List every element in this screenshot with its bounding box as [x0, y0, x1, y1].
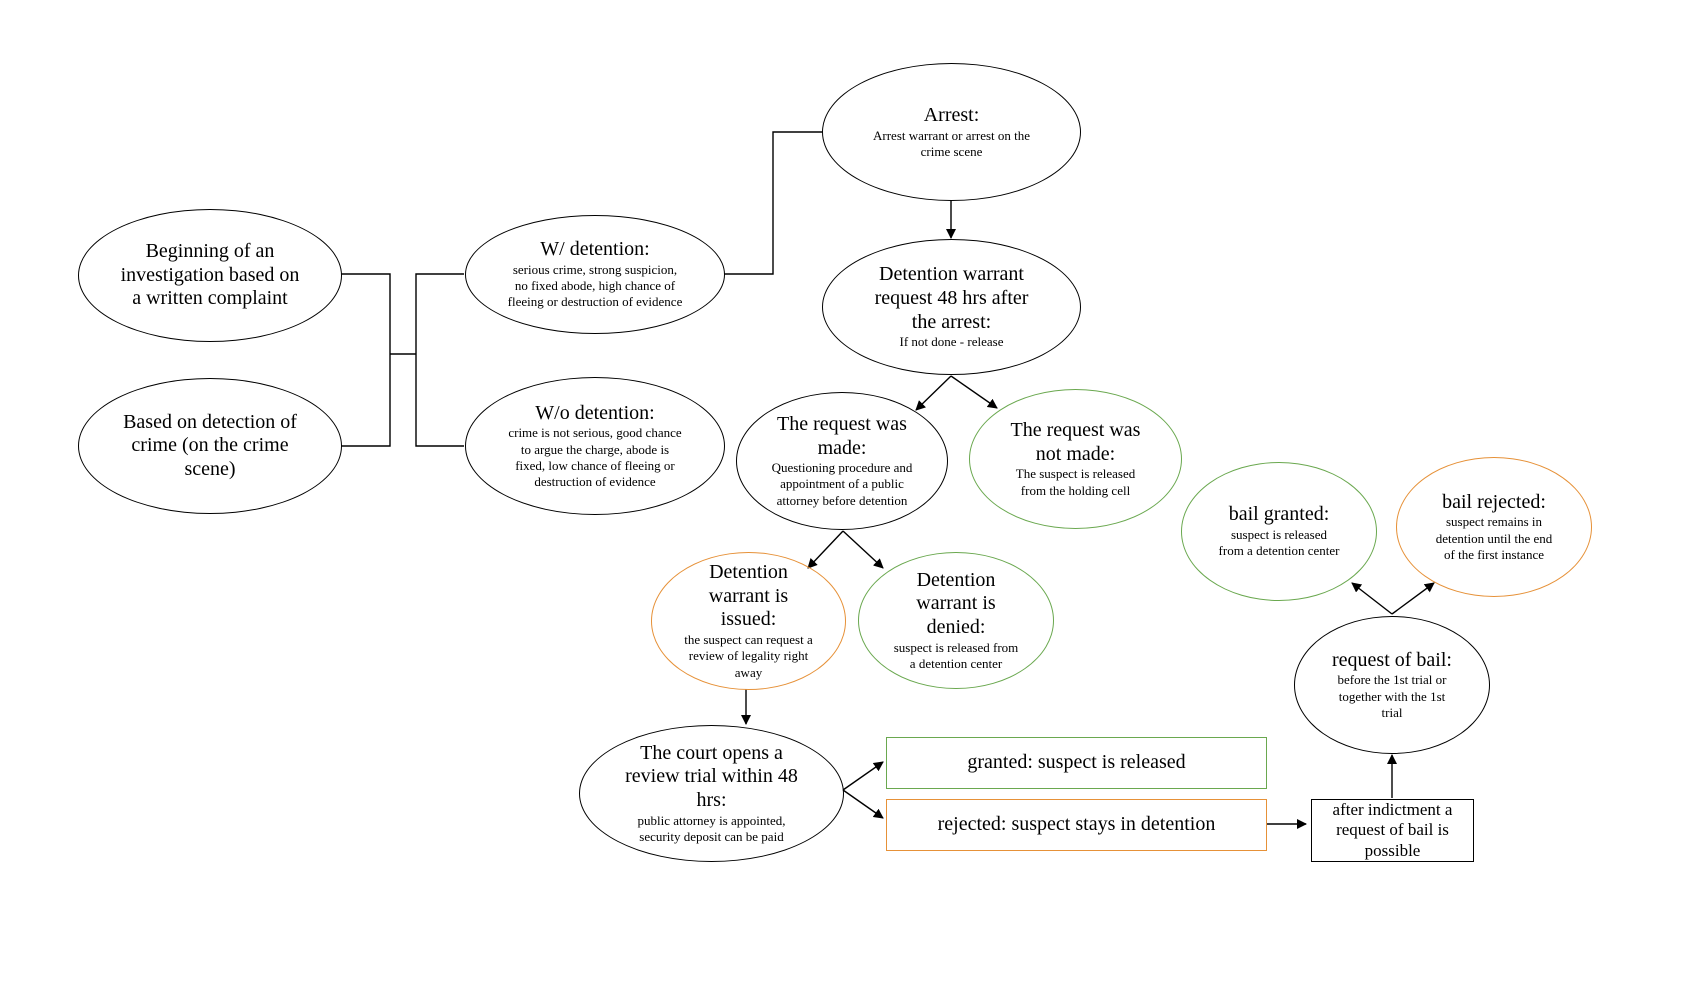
arrow-warrant-request-to-request-made: [915, 375, 952, 411]
node-description: the suspect can request a review of lega…: [684, 632, 813, 680]
arrow-request-of-bail-to-bail-rejected: [1391, 582, 1435, 615]
node-title: granted: suspect is released: [967, 751, 1186, 774]
node-title: The request was made:: [777, 413, 907, 459]
node-description: crime is not serious, good chance to arg…: [508, 425, 682, 490]
node-description: Arrest warrant or arrest on the crime sc…: [873, 127, 1031, 159]
node-description: If not done - release: [899, 334, 1004, 350]
node-description: serious crime, strong suspicion, no fixe…: [507, 261, 683, 310]
node-description: before the 1st trial or together with th…: [1337, 672, 1447, 720]
node-title: rejected: suspect stays in detention: [937, 813, 1216, 836]
node-without-detention: W/o detention: crime is not serious, goo…: [465, 377, 725, 515]
node-detention-warrant-request: Detention warrant request 48 hrs after t…: [822, 239, 1081, 375]
connector-complaint-to-bracket: [341, 273, 391, 447]
node-description: Questioning procedure and appointment of…: [771, 460, 913, 508]
arrow-request-made-to-warrant-denied: [842, 530, 884, 569]
node-title: request of bail:: [1332, 648, 1452, 671]
node-bail-rejected: bail rejected: suspect remains in detent…: [1396, 457, 1592, 597]
connector-bracket-to-detention-options: [415, 273, 464, 447]
node-description: public attorney is appointed, security d…: [637, 812, 786, 844]
node-title: The request was not made:: [1010, 419, 1141, 465]
node-description: The suspect is released from the holding…: [1015, 466, 1136, 498]
node-review-trial: The court opens a review trial within 48…: [579, 725, 844, 862]
node-title: Detention warrant is denied:: [916, 568, 996, 639]
node-arrest: Arrest: Arrest warrant or arrest on the …: [822, 63, 1081, 201]
node-warrant-issued: Detention warrant is issued: the suspect…: [651, 552, 846, 690]
node-review-granted: granted: suspect is released: [886, 737, 1267, 789]
node-title: Detention warrant request 48 hrs after t…: [874, 263, 1029, 333]
node-request-made: The request was made: Questioning proced…: [736, 392, 948, 530]
node-title: W/ detention:: [540, 238, 650, 261]
node-request-not-made: The request was not made: The suspect is…: [969, 389, 1182, 529]
node-bail-granted: bail granted: suspect is released from a…: [1181, 462, 1377, 601]
node-title: Based on detection of crime (on the crim…: [123, 410, 297, 480]
node-description: suspect is released from a detention cen…: [893, 639, 1019, 671]
node-title: after indictment a request of bail is po…: [1332, 799, 1453, 860]
node-title: Arrest:: [923, 103, 980, 126]
arrow-warrant-request-to-request-not-made: [950, 375, 998, 409]
node-request-of-bail: request of bail: before the 1st trial or…: [1294, 616, 1490, 754]
node-title: The court opens a review trial within 48…: [625, 741, 798, 812]
arrow-request-of-bail-to-bail-granted: [1351, 582, 1393, 615]
node-after-indictment: after indictment a request of bail is po…: [1311, 799, 1474, 862]
arrow-review-trial-to-granted: [842, 761, 884, 791]
node-title: bail granted:: [1228, 503, 1330, 526]
connector-with-detention-to-arrest: [724, 131, 822, 275]
node-review-rejected: rejected: suspect stays in detention: [886, 799, 1267, 851]
node-title: bail rejected:: [1442, 490, 1546, 513]
node-description: suspect is released from a detention cen…: [1218, 527, 1340, 559]
node-title: W/o detention:: [535, 401, 655, 424]
node-title: Detention warrant is issued:: [708, 561, 789, 631]
node-title: Beginning of an investigation based on a…: [120, 240, 300, 310]
node-warrant-denied: Detention warrant is denied: suspect is …: [858, 552, 1054, 689]
node-description: suspect remains in detention until the e…: [1435, 514, 1553, 562]
node-investigation-complaint: Beginning of an investigation based on a…: [78, 209, 342, 342]
arrow-review-trial-to-rejected: [842, 789, 884, 819]
node-with-detention: W/ detention: serious crime, strong susp…: [465, 215, 725, 334]
arrow-request-made-to-warrant-issued: [807, 530, 844, 569]
node-detection-of-crime: Based on detection of crime (on the crim…: [78, 378, 342, 514]
